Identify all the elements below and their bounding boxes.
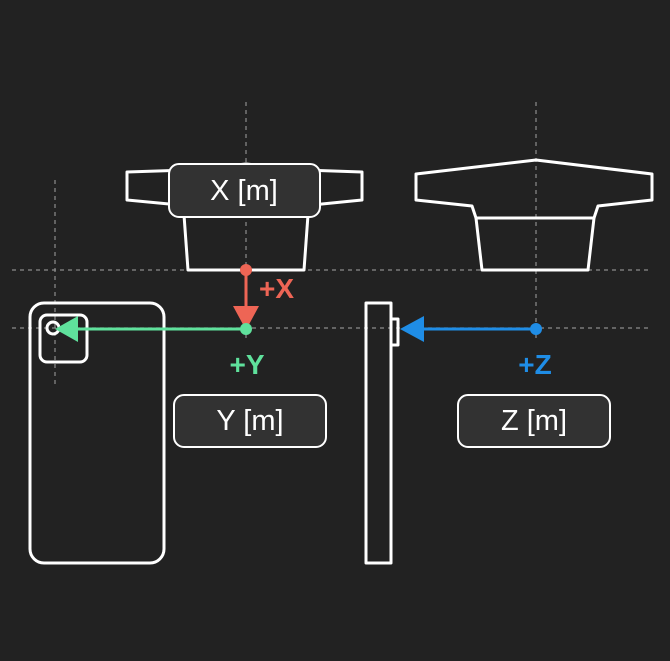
axis-z-label: +Z (518, 349, 551, 380)
phone-front (28, 301, 166, 565)
guide-lines (12, 102, 650, 388)
sensor-device-side-base (474, 216, 596, 272)
label-x-box: X [m] (168, 163, 321, 218)
axis-y-origin-dot (240, 323, 252, 335)
axis-y (55, 316, 252, 342)
axis-z (400, 316, 542, 342)
label-z-box: Z [m] (457, 394, 611, 448)
phone-side-button (389, 317, 400, 347)
label-z-text: Z [m] (501, 405, 567, 437)
axis-z-origin-dot (530, 323, 542, 335)
label-y-text: Y [m] (216, 405, 283, 437)
sensor-device-side-top (414, 158, 654, 220)
phone-front-body (28, 301, 166, 565)
axis-y-label: +Y (229, 349, 264, 380)
axis-z-arrowhead (400, 316, 424, 342)
axis-x-arrowhead (233, 306, 259, 330)
phone-side (364, 301, 400, 565)
phone-side-body (364, 301, 393, 565)
axis-x-origin-dot (240, 264, 252, 276)
axis-x-label: +X (259, 273, 294, 304)
phone-camera-module (38, 313, 89, 364)
label-x-text: X [m] (210, 175, 278, 207)
sensor-device-side (414, 158, 654, 272)
axis-x (233, 264, 259, 330)
label-y-box: Y [m] (173, 394, 327, 448)
axis-y-arrowhead (55, 316, 78, 342)
